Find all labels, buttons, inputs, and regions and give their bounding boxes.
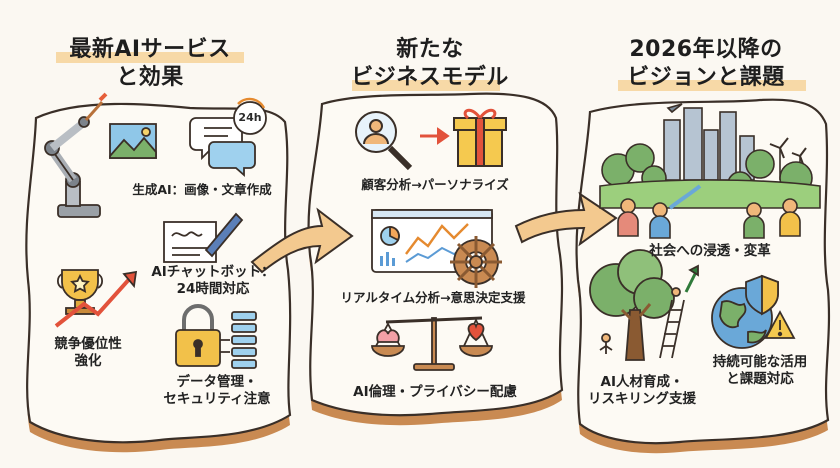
balance-scale-icon bbox=[371, 316, 493, 371]
label-competitive-advantage: 競争優位性 強化 bbox=[40, 336, 136, 370]
label-customer-analysis: 顧客分析→パーソナライズ bbox=[361, 177, 509, 192]
title-highlight-3 bbox=[618, 80, 806, 91]
dashboard-helm-icon bbox=[371, 209, 502, 288]
label-ai-talent-line1: AI人材育成・ bbox=[600, 374, 684, 390]
title-highlight-1 bbox=[56, 52, 244, 63]
label-social-transformation: 社会への浸透・変革 bbox=[649, 243, 771, 259]
label-generative-ai: 生成AI：画像・文章作成 bbox=[132, 182, 272, 197]
label-chatbot-line2: 24時間対応 bbox=[176, 280, 250, 297]
panel-1 bbox=[25, 102, 292, 453]
label-data-security-line1: データ管理・ bbox=[176, 374, 258, 390]
flow-arrow-2 bbox=[514, 191, 618, 247]
chat-clock-icon bbox=[189, 97, 267, 177]
globe-shield-warning-icon bbox=[711, 274, 796, 349]
label-realtime-analysis: リアルタイム分析→意思決定支援 bbox=[340, 290, 526, 305]
column-title-1-line1: 最新AIサービス bbox=[69, 37, 231, 62]
robot-arm-painting-icon bbox=[44, 92, 157, 218]
label-sustainable-line2: と課題対応 bbox=[726, 370, 794, 387]
column-title-2: 新たな ビジネスモデル bbox=[310, 36, 550, 91]
label-data-security: データ管理・ セキュリティ注意 bbox=[152, 374, 282, 408]
column-title-3-line1: 2026年以降の bbox=[629, 37, 783, 62]
label-competitive-line1: 競争優位性 bbox=[54, 336, 122, 352]
trophy-growth-icon bbox=[54, 269, 138, 328]
label-chatbot-line1: AIチャットボット： bbox=[151, 264, 275, 280]
label-competitive-line2: 強化 bbox=[74, 352, 102, 369]
clock-24h-badge: 24h bbox=[238, 111, 262, 124]
column-title-1: 最新AIサービス と効果 bbox=[30, 36, 270, 91]
label-sustainable-line1: 持続可能な活用 bbox=[712, 354, 808, 370]
label-sustainable-use: 持続可能な活用 と課題対応 bbox=[698, 354, 822, 388]
label-data-security-line2: セキュリティ注意 bbox=[163, 390, 271, 407]
green-city-people-icon bbox=[599, 103, 821, 239]
column-title-3-line2: ビジョンと課題 bbox=[627, 64, 785, 90]
column-title-2-line2: ビジネスモデル bbox=[351, 64, 509, 90]
column-title-1-line2: と効果 bbox=[116, 64, 184, 90]
magnifier-gift-icon bbox=[355, 108, 507, 171]
padlock-data-icon bbox=[175, 304, 257, 369]
column-title-3: 2026年以降の ビジョンと課題 bbox=[586, 36, 826, 91]
chat-document-icon bbox=[163, 212, 244, 263]
flow-arrow-1 bbox=[250, 207, 354, 274]
tree-ladder-icon bbox=[589, 249, 699, 361]
column-title-2-line1: 新たな bbox=[396, 37, 464, 62]
title-highlight-2 bbox=[352, 80, 500, 91]
label-ai-talent: AI人材育成・ リスキリング支援 bbox=[580, 374, 704, 408]
label-ai-talent-line2: リスキリング支援 bbox=[588, 390, 696, 407]
label-ai-ethics: AI倫理・プライバシー配慮 bbox=[353, 384, 517, 400]
label-chatbot: AIチャットボット： 24時間対応 bbox=[148, 264, 278, 298]
